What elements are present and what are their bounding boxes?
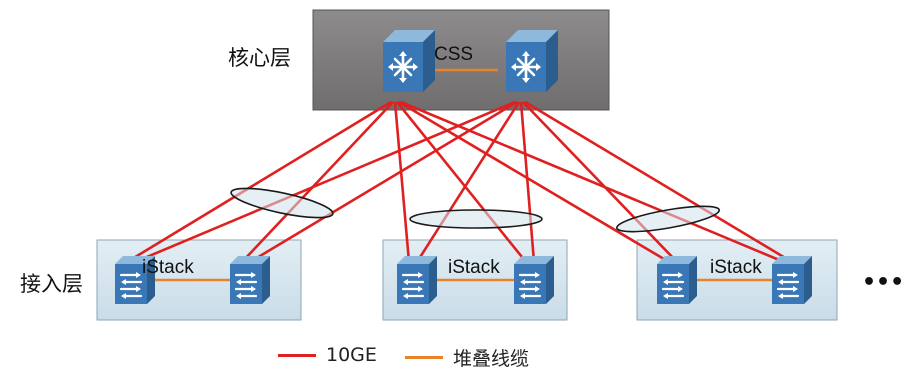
legend-stack-cable-swatch bbox=[405, 356, 443, 359]
core-router-2-router-icon bbox=[504, 28, 560, 94]
uplink-10ge-4 bbox=[395, 101, 528, 263]
access-switch-1b-switch-icon bbox=[228, 254, 272, 306]
access-switch-3b-switch-icon bbox=[770, 254, 814, 306]
legend-stack-cable-label: 堆叠线缆 bbox=[453, 348, 530, 370]
uplink-10ge-12 bbox=[524, 100, 793, 264]
link-aggregation-rings bbox=[230, 187, 721, 233]
access-switch-2b-switch-icon bbox=[512, 254, 556, 306]
istack-label-3: iStack bbox=[710, 257, 762, 278]
access-layer-label: 接入层 bbox=[20, 272, 83, 296]
uplink-10ge-9 bbox=[415, 101, 521, 263]
istack-label-2: iStack bbox=[448, 257, 500, 278]
aggregation-ring-3 bbox=[615, 205, 721, 233]
uplink-10ge-10 bbox=[519, 101, 536, 263]
core-router-1-router-icon bbox=[381, 28, 437, 94]
more-indicator: ••• bbox=[862, 270, 904, 295]
uplink-10ge-2 bbox=[241, 101, 394, 263]
uplink-10ge-8 bbox=[249, 100, 518, 264]
aggregation-ring-1 bbox=[230, 187, 334, 219]
legend-10ge: 10GE bbox=[278, 344, 377, 366]
10ge-links bbox=[126, 100, 793, 264]
uplink-10ge-7 bbox=[134, 100, 516, 264]
uplink-10ge-1 bbox=[126, 100, 392, 264]
core-layer-box bbox=[312, 9, 610, 111]
access-switch-2a-switch-icon bbox=[395, 254, 439, 306]
css-label: CSS bbox=[434, 44, 473, 65]
uplink-10ge-5 bbox=[398, 100, 670, 264]
legend-stack-cable: 堆叠线缆 bbox=[405, 344, 529, 371]
aggregation-ring-2 bbox=[409, 209, 543, 229]
core-layer-label: 核心层 bbox=[228, 46, 291, 70]
istack-label-1: iStack bbox=[142, 257, 194, 278]
uplink-10ge-11 bbox=[522, 101, 678, 263]
legend-10ge-swatch bbox=[278, 353, 316, 357]
uplink-10ge-6 bbox=[400, 100, 785, 264]
legend-10ge-label: 10GE bbox=[326, 344, 377, 366]
uplink-10ge-3 bbox=[393, 101, 411, 263]
access-switch-3a-switch-icon bbox=[655, 254, 699, 306]
